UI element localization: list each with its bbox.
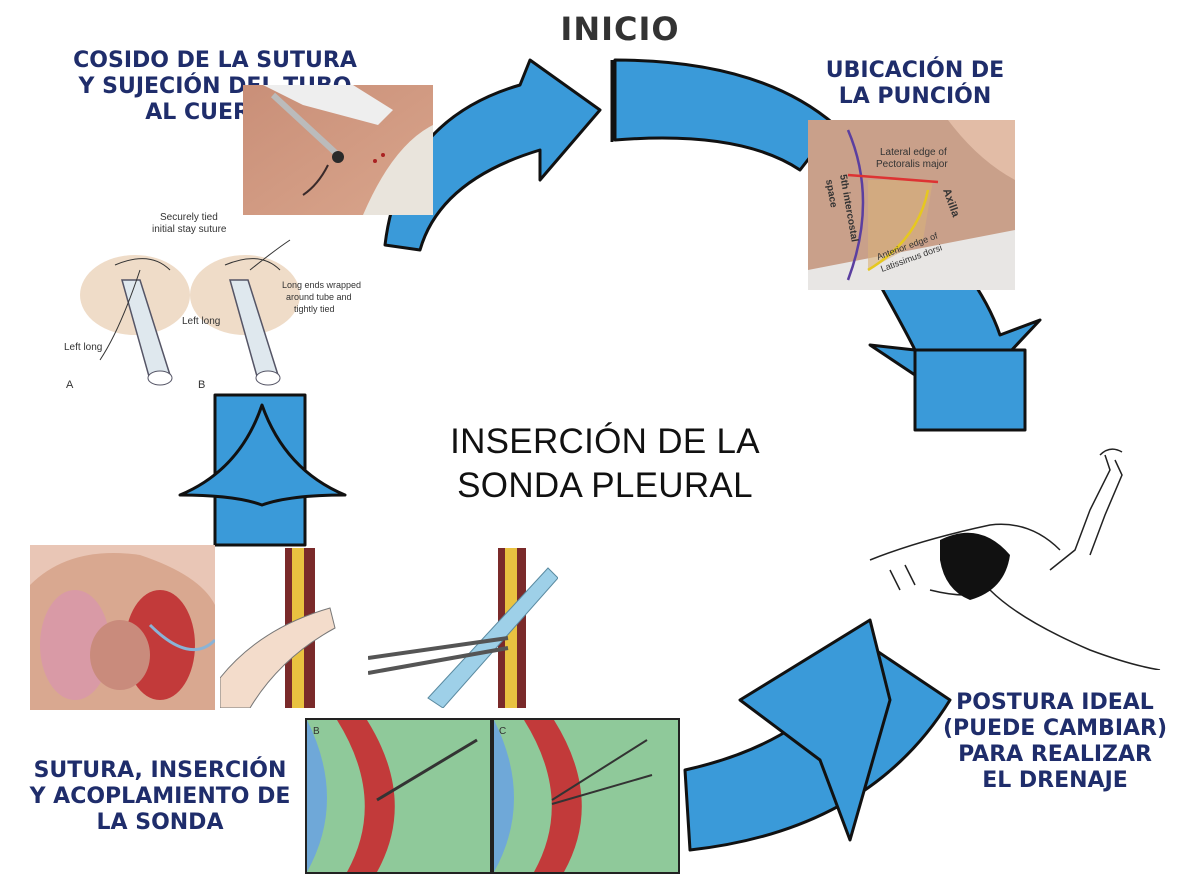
patient-posture-image: [869, 448, 1161, 670]
suture-diagram-image: Securely tied initial stay suture Long e…: [64, 212, 361, 391]
arrow-head-left: [178, 403, 347, 507]
suture-label-long-ends-2: around tube and: [286, 292, 352, 302]
suture-panel-a: A: [66, 379, 74, 391]
incision-panel-b: B: [313, 726, 320, 737]
step-label-puncture-location: UBICACIÓN DE LA PUNCIÓN: [825, 58, 1005, 109]
suture-label-stay: initial stay suture: [152, 224, 227, 235]
incision-panel-c: C: [499, 726, 506, 737]
finger-insertion-illustration: [220, 548, 340, 708]
suture-label-long-ends-1: Long ends wrapped: [282, 280, 361, 290]
finger-insertion-image: [220, 548, 340, 708]
start-label: INICIO: [560, 10, 680, 48]
suture-label-left-long-a: Left long: [64, 342, 102, 353]
suture-panel-b: B: [198, 379, 205, 391]
arrow-head-bottom-right: [738, 618, 892, 842]
anatomy-label-lateral-edge: Lateral edge of: [880, 147, 947, 158]
clamp-insertion-image: [368, 548, 558, 708]
suture-photo-image: [243, 85, 433, 215]
chest-anatomy-illustration: [30, 545, 215, 710]
suture-label-left-long-b: Left long: [182, 316, 220, 327]
chest-anatomy-image: [30, 545, 215, 710]
suture-label-long-ends-3: tightly tied: [294, 304, 335, 314]
puncture-location-photo: Lateral edge of Pectoralis major Axilla …: [808, 120, 1015, 290]
incision-panels-image: B C: [307, 720, 678, 872]
anatomy-label-intercostal-2: space: [823, 179, 839, 209]
suture-diagram: Securely tied initial stay suture Long e…: [60, 210, 380, 400]
step-label-insertion: SUTURA, INSERCIÓN Y ACOPLAMIENTO DE LA S…: [29, 758, 291, 835]
patient-posture-drawing: [860, 440, 1180, 670]
arrow-segment-right-stub: [913, 348, 1027, 432]
step-label-ideal-posture: POSTURA IDEAL (PUEDE CAMBIAR) PARA REALI…: [942, 690, 1168, 793]
suture-photo: [243, 85, 433, 215]
clamp-insertion-illustration: [368, 548, 558, 708]
anatomy-label-pectoralis: Pectoralis major: [876, 159, 948, 170]
center-title: INSERCIÓN DE LA SONDA PLEURAL: [450, 422, 760, 505]
suture-label-securely-tied: Securely tied: [160, 212, 218, 223]
puncture-location-image: Lateral edge of Pectoralis major Axilla …: [808, 120, 1015, 290]
incision-panels: B C: [305, 718, 680, 874]
